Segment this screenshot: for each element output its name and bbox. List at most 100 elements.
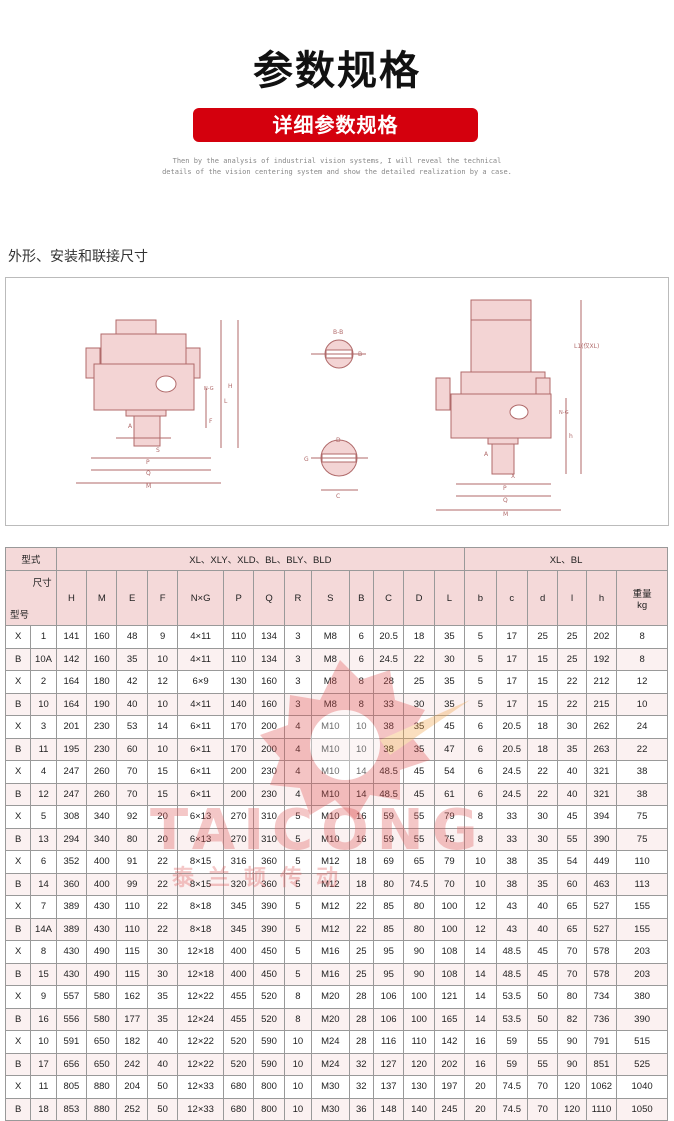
model-cell: 11 — [30, 1075, 57, 1099]
model-cell: 17 — [30, 1052, 57, 1076]
model-cell: 3 — [30, 715, 57, 739]
table-cell: 40 — [557, 782, 587, 806]
table-cell: 400 — [222, 940, 255, 964]
table-cell: 527 — [585, 895, 618, 919]
table-cell: M30 — [311, 1075, 350, 1099]
table-cell: 108 — [433, 962, 466, 986]
type-cell: B — [4, 782, 32, 806]
table-cell: 520 — [222, 1030, 255, 1054]
table-cell: 54 — [557, 850, 587, 874]
table-cell: 17 — [495, 670, 528, 694]
table-cell: 95 — [372, 940, 405, 964]
table-cell: 115 — [116, 962, 148, 986]
table-cell: 5 — [464, 692, 497, 716]
table-cell: 650 — [86, 1052, 118, 1076]
table-cell: 85 — [372, 895, 405, 919]
table-cell: M20 — [311, 1007, 350, 1031]
table-cell: 200 — [222, 760, 255, 784]
table-cell: 14 — [348, 760, 374, 784]
table-cell: 463 — [585, 872, 618, 896]
model-cell: 10 — [30, 692, 57, 716]
type-cell: B — [4, 692, 32, 716]
table-cell: 24.5 — [495, 782, 528, 806]
type-cell: X — [4, 760, 32, 784]
type-cell: X — [4, 1030, 32, 1054]
table-cell: 43 — [495, 917, 528, 941]
table-cell: 390 — [253, 917, 285, 941]
table-cell: 520 — [253, 985, 285, 1009]
table-cell: 430 — [86, 917, 118, 941]
table-cell: 120 — [557, 1075, 587, 1099]
model-cell: 9 — [30, 985, 57, 1009]
table-cell: 155 — [616, 917, 668, 941]
table-cell: 35 — [433, 625, 466, 649]
table-cell: 252 — [116, 1097, 148, 1121]
svg-text:Q: Q — [146, 470, 151, 477]
table-cell: 59 — [495, 1030, 528, 1054]
svg-text:B: B — [358, 351, 362, 358]
table-cell: 8×18 — [177, 917, 224, 941]
table-cell: 164 — [55, 670, 88, 694]
table-cell: 3 — [283, 670, 313, 694]
table-cell: 650 — [86, 1030, 118, 1054]
table-cell: 10 — [464, 872, 497, 896]
table-cell: 45 — [526, 940, 559, 964]
table-cell: 25 — [403, 670, 435, 694]
table-cell: 42 — [116, 670, 148, 694]
table-cell: 48.5 — [495, 940, 528, 964]
table-cell: 5 — [464, 647, 497, 671]
table-cell: 20 — [146, 827, 179, 851]
table-cell: 47 — [433, 737, 466, 761]
table-cell: 53.5 — [495, 1007, 528, 1031]
table-cell: 22 — [616, 737, 668, 761]
table-cell: 74.5 — [495, 1075, 528, 1099]
table-cell: 18 — [348, 850, 374, 874]
table-cell: 680 — [222, 1075, 255, 1099]
table-cell: 791 — [585, 1030, 618, 1054]
table-cell: 60 — [557, 872, 587, 896]
table-cell: 800 — [253, 1097, 285, 1121]
table-cell: 6×9 — [177, 670, 224, 694]
table-cell: 6 — [464, 760, 497, 784]
table-cell: M10 — [311, 760, 350, 784]
svg-text:P: P — [146, 459, 150, 466]
table-cell: 28 — [348, 1007, 374, 1031]
table-cell: 260 — [86, 760, 118, 784]
type-cell: X — [4, 985, 32, 1009]
table-cell: M12 — [311, 917, 350, 941]
table-cell: 455 — [222, 985, 255, 1009]
table-cell: 35 — [146, 1007, 179, 1031]
table-cell: 85 — [372, 917, 405, 941]
table-cell: 134 — [253, 647, 285, 671]
table-cell: 110 — [222, 647, 255, 671]
table-cell: 15 — [526, 647, 559, 671]
type-cell: B — [4, 1007, 32, 1031]
table-cell: 164 — [55, 692, 88, 716]
table-cell: 450 — [253, 940, 285, 964]
table-cell: 3 — [283, 647, 313, 671]
table-cell: 449 — [585, 850, 618, 874]
table-cell: 340 — [86, 827, 118, 851]
svg-text:B-B: B-B — [333, 329, 343, 336]
table-cell: 100 — [433, 917, 466, 941]
table-cell: 90 — [557, 1052, 587, 1076]
table-cell: 79 — [433, 850, 466, 874]
table-cell: 80 — [116, 827, 148, 851]
table-cell: 6×11 — [177, 715, 224, 739]
table-cell: 10 — [283, 1097, 313, 1121]
table-cell: 30 — [146, 962, 179, 986]
svg-text:D: D — [336, 437, 341, 444]
table-cell: 121 — [433, 985, 466, 1009]
type-cell: X — [4, 625, 32, 649]
table-cell: 262 — [585, 715, 618, 739]
table-cell: 141 — [55, 625, 88, 649]
detail-spec-badge: 详细参数规格 — [193, 108, 478, 142]
table-cell: M16 — [311, 962, 350, 986]
table-cell: 15 — [526, 692, 559, 716]
table-cell: 527 — [585, 917, 618, 941]
table-cell: 177 — [116, 1007, 148, 1031]
